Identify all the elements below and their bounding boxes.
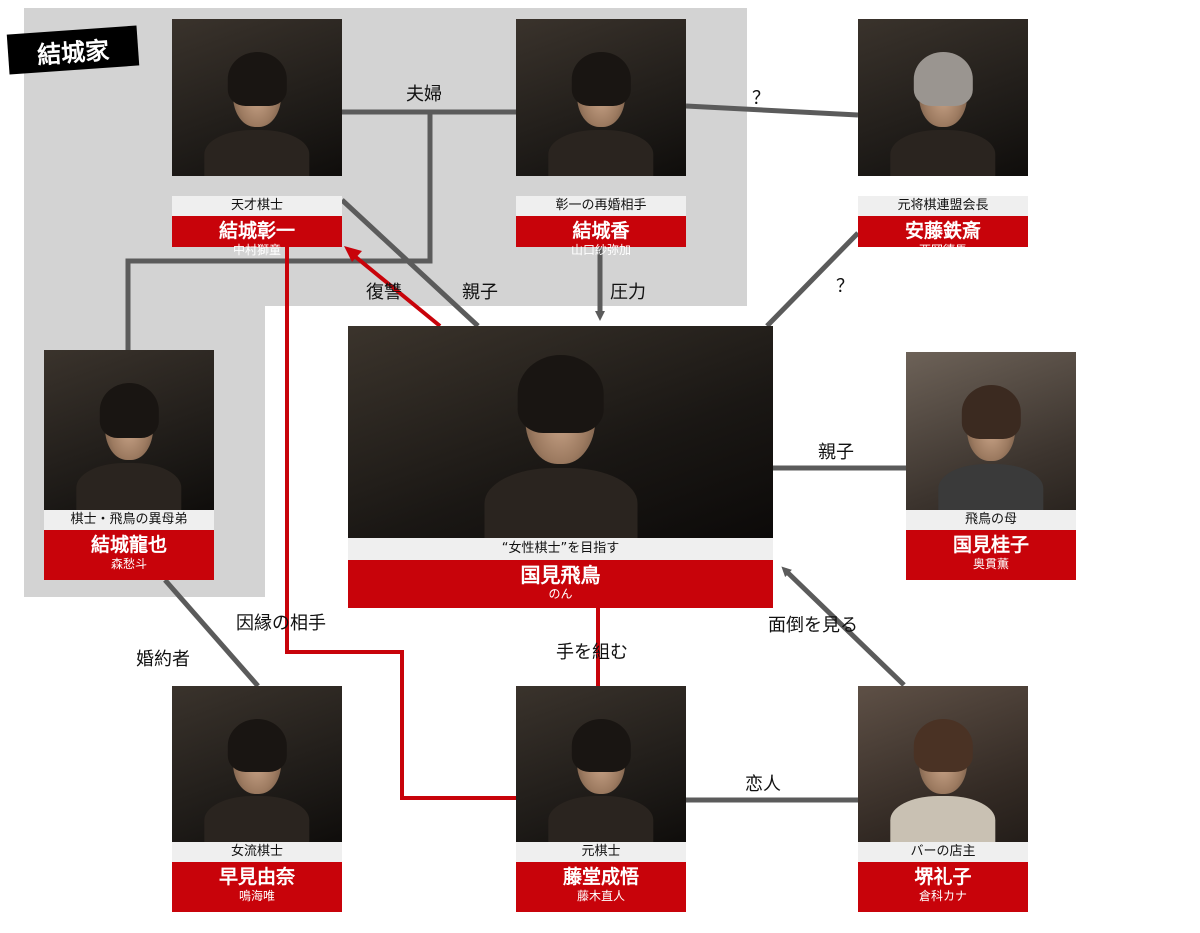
portrait-reiko bbox=[890, 716, 996, 842]
photo-tatsuya bbox=[44, 350, 214, 510]
namebox-narigo: 藤堂成悟 藤木直人 bbox=[516, 862, 686, 912]
actor-kaori: 山口紗弥加 bbox=[570, 243, 631, 257]
label-fiance: 婚約者 bbox=[136, 649, 190, 670]
name-asuka: 国見飛鳥 bbox=[520, 563, 601, 587]
role-tessai: 元将棋連盟会長 bbox=[858, 196, 1028, 216]
label-revenge: 復讐 bbox=[366, 282, 402, 303]
photo-yuna bbox=[172, 686, 342, 842]
photo-reiko bbox=[858, 686, 1028, 842]
label-married: 夫婦 bbox=[406, 84, 442, 105]
role-tatsuya: 棋士・飛鳥の異母弟 bbox=[44, 510, 214, 530]
portrait-kaori bbox=[548, 49, 654, 176]
role-narigo: 元棋士 bbox=[516, 842, 686, 862]
label-parent-child-2: 親子 bbox=[818, 442, 854, 463]
name-yuna: 早見由奈 bbox=[218, 866, 295, 888]
name-keiko: 国見桂子 bbox=[952, 534, 1029, 556]
actor-tessai: 西岡德馬 bbox=[918, 243, 967, 257]
portrait-yuna bbox=[204, 716, 310, 842]
portrait-akiichi bbox=[204, 49, 310, 176]
name-narigo: 藤堂成悟 bbox=[562, 866, 639, 888]
actor-reiko: 倉科カナ bbox=[918, 889, 967, 903]
name-tatsuya: 結城龍也 bbox=[90, 534, 167, 556]
role-keiko: 飛鳥の母 bbox=[906, 510, 1076, 530]
card-narigo: 元棋士 藤堂成悟 藤木直人 bbox=[516, 686, 686, 912]
line-kaori-tessai bbox=[685, 103, 859, 118]
role-yuna: 女流棋士 bbox=[172, 842, 342, 862]
label-lovers: 恋人 bbox=[745, 774, 781, 795]
namebox-reiko: 堺礼子 倉科カナ bbox=[858, 862, 1028, 912]
namebox-tatsuya: 結城龍也 森愁斗 bbox=[44, 530, 214, 580]
namebox-keiko: 国見桂子 奥貫薫 bbox=[906, 530, 1076, 580]
portrait-asuka bbox=[484, 351, 637, 538]
line-fate bbox=[285, 245, 516, 800]
card-tatsuya: 棋士・飛鳥の異母弟 結城龍也 森愁斗 bbox=[44, 350, 214, 580]
role-asuka: “女性棋士”を目指す bbox=[348, 538, 773, 560]
label-question-1: ？ bbox=[752, 88, 770, 109]
role-akiichi: 天才棋士 bbox=[172, 196, 342, 216]
line-fiance bbox=[163, 578, 260, 688]
label-pressure: 圧力 bbox=[610, 282, 646, 303]
card-keiko: 飛鳥の母 国見桂子 奥貫薫 bbox=[906, 352, 1076, 580]
card-akiichi: 天才棋士 結城彰一 中村獅童 bbox=[172, 19, 342, 257]
photo-akiichi bbox=[172, 19, 342, 176]
label-question-2: ？ bbox=[836, 276, 854, 297]
card-tessai: 元将棋連盟会長 安藤鉄斎 西岡德馬 bbox=[858, 19, 1028, 257]
namebox-asuka: 国見飛鳥 のん bbox=[348, 560, 773, 608]
photo-kaori bbox=[516, 19, 686, 176]
role-kaori: 彰一の再婚相手 bbox=[516, 196, 686, 216]
photo-asuka bbox=[348, 326, 773, 538]
portrait-narigo bbox=[548, 716, 654, 842]
actor-narigo: 藤木直人 bbox=[576, 889, 625, 903]
label-team-up: 手を組む bbox=[556, 642, 628, 663]
portrait-keiko bbox=[938, 382, 1044, 510]
name-tessai: 安藤鉄斎 bbox=[904, 220, 981, 242]
line-tessai-asuka bbox=[765, 231, 860, 328]
line-revenge-head bbox=[344, 246, 362, 262]
card-asuka: “女性棋士”を目指す 国見飛鳥 のん bbox=[348, 326, 773, 608]
actor-akiichi: 中村獅童 bbox=[232, 243, 281, 257]
card-reiko: バーの店主 堺礼子 倉科カナ bbox=[858, 686, 1028, 912]
name-akiichi: 結城彰一 bbox=[218, 220, 295, 242]
actor-tatsuya: 森愁斗 bbox=[110, 557, 147, 571]
photo-narigo bbox=[516, 686, 686, 842]
label-care: 面倒を見る bbox=[768, 615, 858, 636]
name-reiko: 堺礼子 bbox=[914, 866, 972, 888]
role-reiko: バーの店主 bbox=[858, 842, 1028, 862]
namebox-yuna: 早見由奈 鳴海唯 bbox=[172, 862, 342, 912]
line-care bbox=[781, 566, 906, 687]
label-fate: 因縁の相手 bbox=[236, 613, 326, 634]
line-revenge bbox=[350, 252, 442, 328]
card-yuna: 女流棋士 早見由奈 鳴海唯 bbox=[172, 686, 342, 912]
line-tatsuya-family bbox=[125, 112, 433, 350]
photo-keiko bbox=[906, 352, 1076, 510]
namebox-tessai: 安藤鉄斎 西岡德馬 bbox=[858, 216, 1028, 257]
actor-asuka: のん bbox=[548, 587, 573, 601]
line-parent-child-akiichi-asuka bbox=[340, 198, 480, 328]
portrait-tessai bbox=[890, 49, 996, 176]
photo-tessai bbox=[858, 19, 1028, 176]
card-kaori: 彰一の再婚相手 結城香 山口紗弥加 bbox=[516, 19, 686, 257]
name-kaori: 結城香 bbox=[572, 220, 630, 242]
actor-yuna: 鳴海唯 bbox=[238, 889, 275, 903]
namebox-akiichi: 結城彰一 中村獅童 bbox=[172, 216, 342, 257]
actor-keiko: 奥貫薫 bbox=[972, 557, 1009, 571]
portrait-tatsuya bbox=[76, 380, 182, 510]
namebox-kaori: 結城香 山口紗弥加 bbox=[516, 216, 686, 257]
label-parent-child-1: 親子 bbox=[462, 282, 498, 303]
